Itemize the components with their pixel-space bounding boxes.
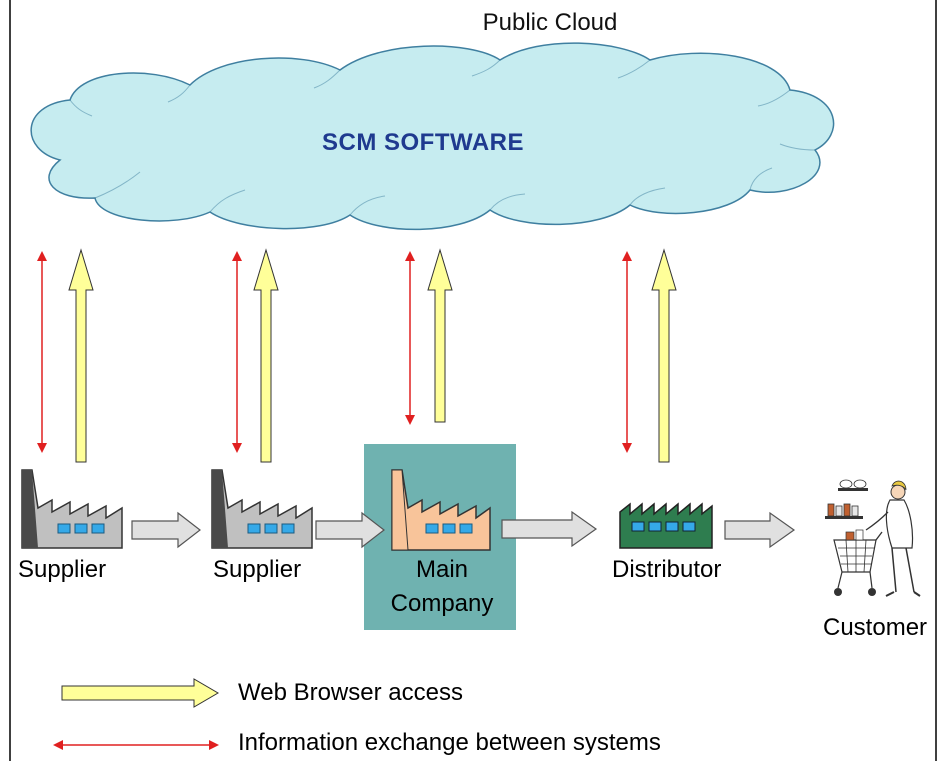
yellow-arrow-distributor — [651, 248, 677, 463]
factory-icon-supplier-2 — [211, 469, 313, 549]
flow-arrow-1 — [131, 511, 201, 549]
supplier-1-label: Supplier — [18, 556, 107, 583]
flow-arrow-2 — [315, 511, 385, 549]
main-company-label-line1: Main — [415, 556, 469, 583]
flow-arrow-3 — [501, 510, 598, 548]
yellow-arrow-main-company — [427, 248, 453, 423]
public-cloud — [30, 42, 835, 231]
web-browser-arrows — [68, 248, 677, 463]
supplier-2-label: Supplier — [213, 556, 302, 583]
legend-info-exchange-label: Information exchange between systems — [238, 729, 661, 756]
info-exchange-arrows — [37, 251, 632, 453]
factory-icon-supplier-1 — [21, 469, 123, 549]
flow-arrows — [131, 510, 796, 549]
main-company-label-line2: Company — [390, 590, 494, 617]
legend-yellow-arrow-icon — [61, 678, 219, 708]
yellow-arrow-supplier-2 — [253, 248, 279, 463]
distributor-label: Distributor — [612, 556, 722, 583]
flow-arrow-4 — [724, 511, 796, 549]
factory-icon-distributor — [619, 502, 713, 549]
customer-shopper-icon — [825, 479, 921, 597]
customer-label: Customer — [823, 614, 928, 641]
yellow-arrow-supplier-1 — [68, 248, 94, 463]
public-cloud-label: Public Cloud — [482, 9, 618, 36]
scm-software-label: SCM SOFTWARE — [322, 129, 524, 156]
legend — [53, 678, 219, 750]
factory-icon-main-company — [391, 469, 491, 551]
legend-web-browser-label: Web Browser access — [238, 679, 463, 706]
